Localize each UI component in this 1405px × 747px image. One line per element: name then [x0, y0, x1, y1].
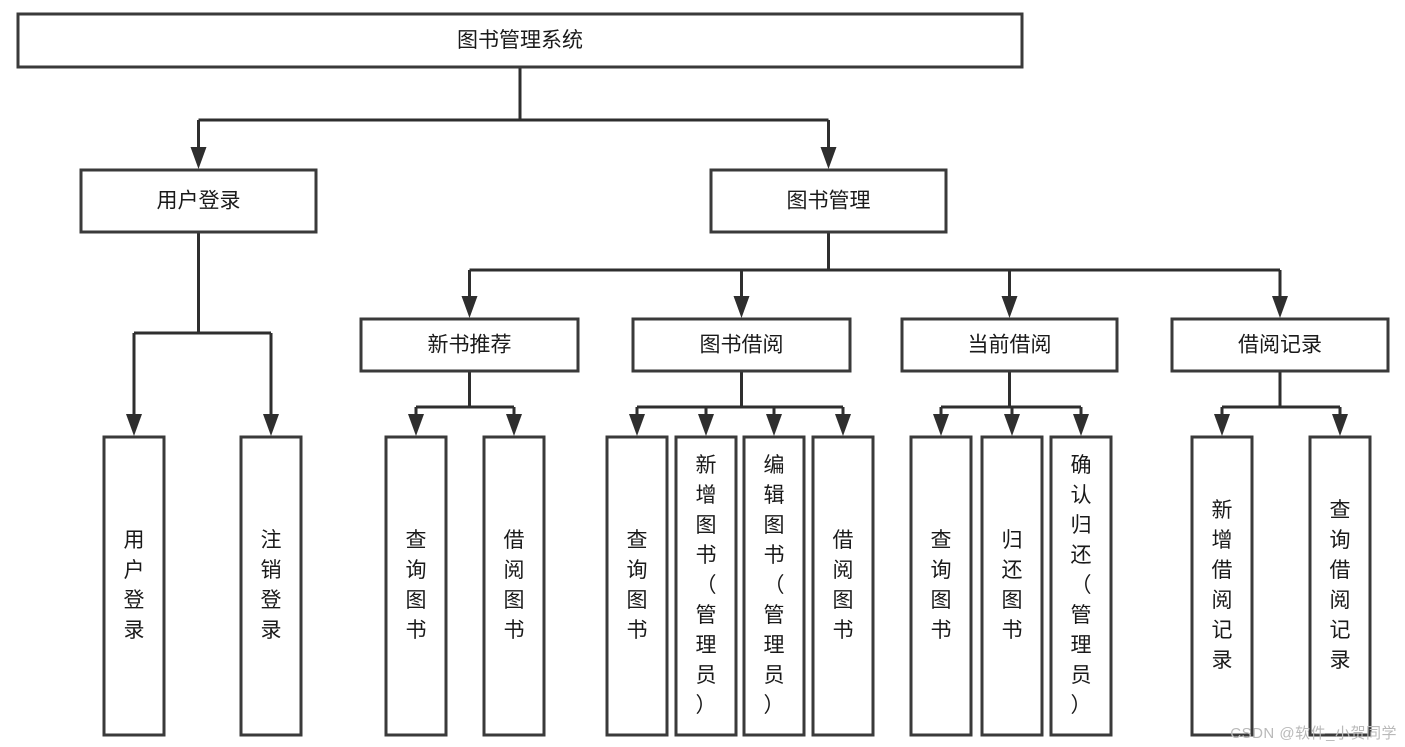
arrow-head-icon [1272, 296, 1288, 318]
node-label: 确认归还（管理员） [1071, 454, 1092, 717]
node-leaf-user-login[interactable]: 用户登录 [102, 435, 166, 737]
node-label: 新增借阅记录 [1212, 499, 1233, 672]
node-label: 借阅记录 [1238, 334, 1322, 357]
node-leaf-return-book[interactable]: 归还图书 [980, 435, 1044, 737]
node-leaf-borrow-book-1[interactable]: 借阅图书 [482, 435, 546, 737]
arrow-head-icon [126, 414, 142, 436]
arrow-head-icon [733, 296, 750, 318]
arrow-head-icon [1001, 296, 1018, 318]
node-box[interactable] [384, 435, 448, 737]
node-current-borrow[interactable]: 当前借阅 [900, 317, 1119, 373]
connector-group-borrow-record [1214, 371, 1348, 436]
node-box[interactable] [909, 435, 973, 737]
node-box[interactable] [359, 317, 580, 373]
node-book-manage[interactable]: 图书管理 [709, 168, 948, 234]
node-label: 归还图书 [1002, 529, 1023, 642]
node-leaf-logout[interactable]: 注销登录 [239, 435, 303, 737]
arrow-head-icon [190, 147, 207, 169]
node-user-login[interactable]: 用户登录 [79, 168, 318, 234]
arrow-head-icon [1004, 414, 1020, 436]
node-box[interactable] [239, 435, 303, 737]
arrow-head-icon [506, 414, 522, 436]
node-box[interactable] [1170, 317, 1390, 373]
connector-group-user-login [126, 232, 279, 436]
node-box[interactable] [709, 168, 948, 234]
node-label: 新书推荐 [428, 334, 512, 357]
connector-group-root [190, 67, 837, 169]
node-box[interactable] [102, 435, 166, 737]
node-leaf-add-record[interactable]: 新增借阅记录 [1190, 435, 1254, 737]
node-label: 借阅图书 [504, 529, 525, 642]
connectors-layer [126, 67, 1348, 436]
node-box[interactable] [1049, 435, 1113, 737]
node-label: 图书借阅 [700, 334, 784, 357]
node-label: 用户登录 [157, 190, 241, 213]
node-label: 查询借阅记录 [1330, 499, 1351, 672]
connector-group-new-book-rec [408, 371, 522, 436]
arrow-head-icon [629, 414, 645, 436]
node-new-book-rec[interactable]: 新书推荐 [359, 317, 580, 373]
node-leaf-query-record[interactable]: 查询借阅记录 [1308, 435, 1372, 737]
node-label: 借阅图书 [833, 529, 854, 642]
connector-group-book-borrow [629, 371, 851, 436]
node-leaf-query-book-2[interactable]: 查询图书 [605, 435, 669, 737]
arrow-head-icon [933, 414, 949, 436]
arrow-head-icon [835, 414, 851, 436]
node-leaf-edit-book[interactable]: 编辑图书（管理员） [742, 435, 806, 737]
node-box[interactable] [980, 435, 1044, 737]
node-leaf-query-book-3[interactable]: 查询图书 [909, 435, 973, 737]
nodes-layer: 图书管理系统用户登录图书管理新书推荐图书借阅当前借阅借阅记录用户登录注销登录查询… [16, 12, 1390, 737]
node-box[interactable] [605, 435, 669, 737]
node-box[interactable] [674, 435, 738, 737]
node-box[interactable] [79, 168, 318, 234]
arrow-head-icon [820, 147, 837, 169]
node-borrow-record[interactable]: 借阅记录 [1170, 317, 1390, 373]
node-box[interactable] [900, 317, 1119, 373]
node-box[interactable] [742, 435, 806, 737]
arrow-head-icon [1073, 414, 1089, 436]
arrow-head-icon [1332, 414, 1348, 436]
node-box[interactable] [811, 435, 875, 737]
node-root[interactable]: 图书管理系统 [16, 12, 1024, 69]
node-label: 查询图书 [406, 529, 427, 642]
node-box[interactable] [482, 435, 546, 737]
node-box[interactable] [1190, 435, 1254, 737]
arrow-head-icon [263, 414, 279, 436]
node-label: 当前借阅 [968, 334, 1052, 357]
node-label: 用户登录 [124, 529, 145, 642]
node-box[interactable] [631, 317, 852, 373]
node-leaf-add-book[interactable]: 新增图书（管理员） [674, 435, 738, 737]
arrow-head-icon [461, 296, 478, 318]
node-leaf-confirm-return[interactable]: 确认归还（管理员） [1049, 435, 1113, 737]
watermark-text: CSDN @软件_小贺同学 [1230, 725, 1397, 742]
connector-group-current-borrow [933, 371, 1089, 436]
arrow-head-icon [766, 414, 782, 436]
node-book-borrow[interactable]: 图书借阅 [631, 317, 852, 373]
node-label: 图书管理系统 [457, 29, 583, 52]
node-leaf-borrow-book-2[interactable]: 借阅图书 [811, 435, 875, 737]
node-label: 图书管理 [787, 190, 871, 213]
node-leaf-query-book-1[interactable]: 查询图书 [384, 435, 448, 737]
node-box[interactable] [16, 12, 1024, 69]
arrow-head-icon [408, 414, 424, 436]
node-box[interactable] [1308, 435, 1372, 737]
node-label: 编辑图书（管理员） [764, 454, 785, 717]
node-label: 查询图书 [627, 529, 648, 642]
node-label: 注销登录 [261, 529, 282, 642]
arrow-head-icon [1214, 414, 1230, 436]
node-label: 查询图书 [931, 529, 952, 642]
node-label: 新增图书（管理员） [696, 454, 717, 717]
arrow-head-icon [698, 414, 714, 436]
connector-group-book-manage [461, 232, 1288, 318]
